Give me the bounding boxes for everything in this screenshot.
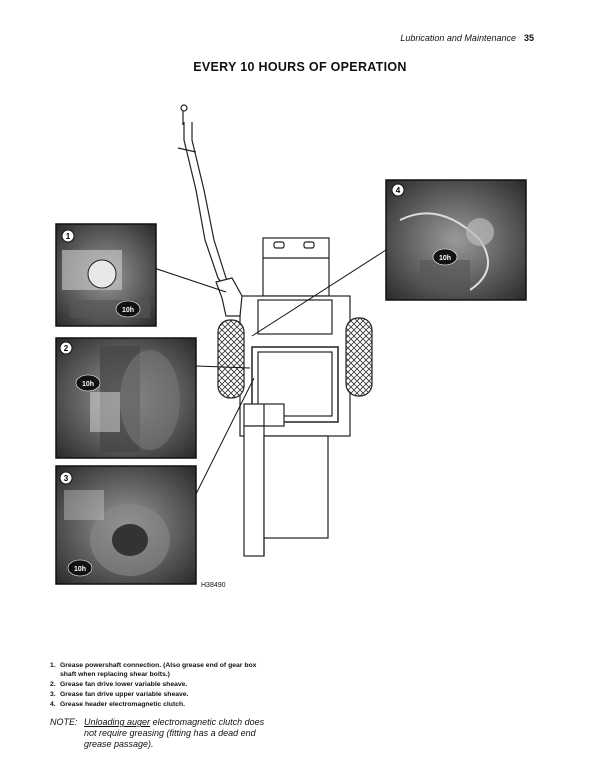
10h-badge-3: 10h: [74, 566, 86, 573]
callout-number-4: 4: [396, 186, 401, 195]
caption-item: 4.Grease header electromagnetic clutch.: [50, 701, 186, 708]
caption-item: 1.Grease powershaft connection. (Also gr…: [50, 662, 257, 678]
page-title: EVERY 10 HOURS OF OPERATION: [193, 60, 407, 74]
10h-badge-2: 10h: [82, 381, 94, 388]
section-name: Lubrication and Maintenance: [400, 33, 516, 43]
note-block: NOTE:Unloading auger electromagnetic clu…: [50, 717, 320, 750]
inset-photo-4: 4 10h: [385, 179, 527, 301]
caption-item: 3.Grease fan drive upper variable sheave…: [50, 691, 189, 698]
callout-number-1: 1: [66, 232, 71, 241]
note-line: not require greasing (fitting has a dead…: [84, 728, 256, 738]
inset-photo-3: 3 10h: [55, 465, 197, 585]
note-label: NOTE:: [50, 717, 78, 727]
10h-badge-4: 10h: [439, 255, 451, 262]
inset-photo-2: 2 10h: [55, 337, 197, 459]
running-header: Lubrication and Maintenance 35: [400, 33, 534, 43]
leader-lines: [153, 249, 387, 495]
10h-badge-1: 10h: [122, 307, 134, 314]
note-line: grease passage).: [84, 739, 154, 749]
figure-code: H38490: [201, 582, 226, 589]
inset-photo-1: 1 10h: [55, 223, 157, 327]
caption-item: 2.Grease fan drive lower variable sheave…: [50, 681, 188, 688]
lubrication-figure: 1 10h 2 10h 3 10h 4 10h: [55, 104, 527, 585]
note-underlined-term: Unloading auger: [84, 717, 151, 727]
page-number: 35: [523, 33, 534, 43]
callout-number-2: 2: [64, 344, 69, 353]
callout-number-3: 3: [64, 474, 69, 483]
caption-list: 1.Grease powershaft connection. (Also gr…: [50, 661, 310, 710]
combine-top-view: [177, 104, 373, 557]
